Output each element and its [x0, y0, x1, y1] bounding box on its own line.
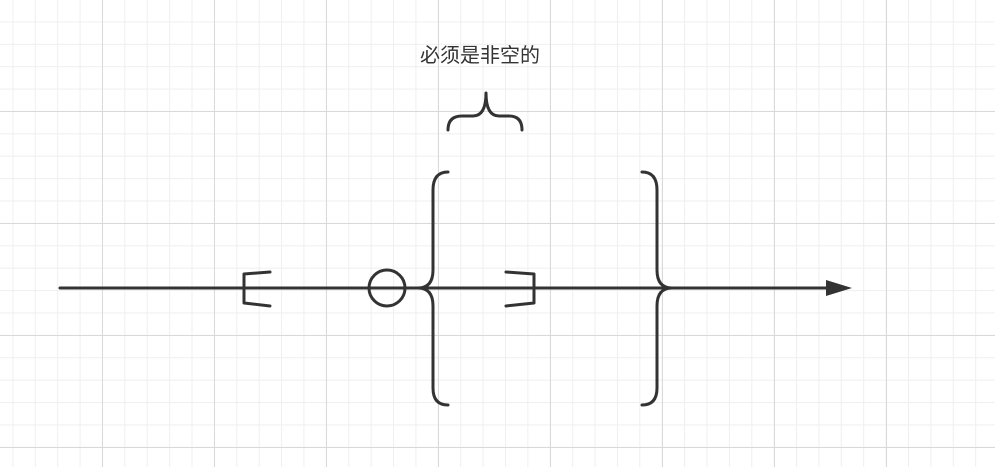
large-right-curly-brace: [640, 170, 674, 407]
large-left-curly-brace: [416, 170, 450, 407]
horizontal-curly-brace: [446, 91, 524, 132]
annotation-label: 必须是非空的: [420, 43, 540, 67]
arrowhead-icon: [826, 280, 852, 296]
open-circle-icon: [367, 268, 407, 308]
right-square-bracket: [504, 270, 536, 308]
left-square-bracket: [242, 270, 272, 308]
